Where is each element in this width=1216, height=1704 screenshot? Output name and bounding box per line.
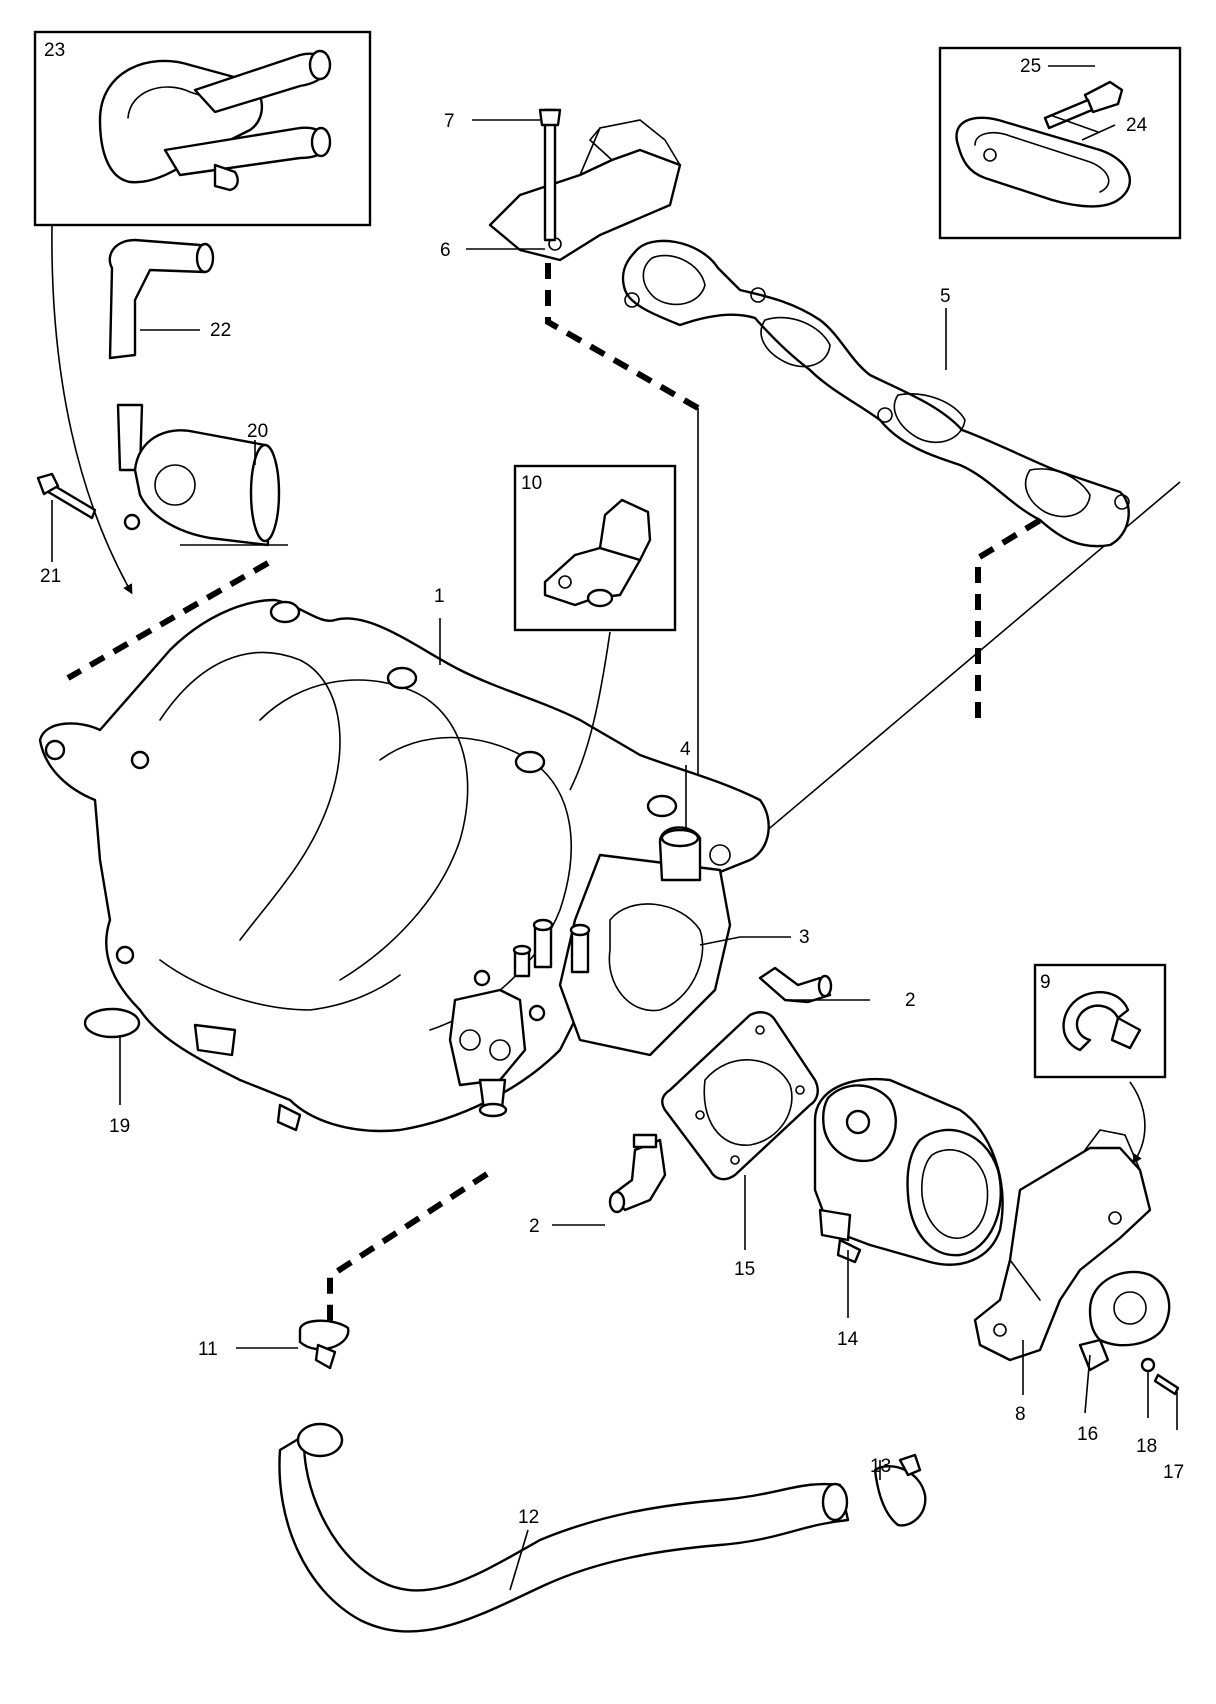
callout-13: 13 — [870, 1456, 891, 1477]
intake-gasket — [621, 239, 1130, 548]
plug — [83, 1007, 141, 1039]
throttle-body-gasket — [661, 1011, 819, 1181]
inset-box-blanking-cover — [938, 46, 1182, 240]
washer-and-screw — [1140, 1357, 1180, 1396]
assembly-arrows — [51, 224, 1146, 1165]
callout-leader-lines — [51, 119, 1178, 1591]
callout-2b: 2 — [529, 1216, 540, 1237]
callout-16: 16 — [1077, 1424, 1098, 1445]
inset-box-pressure-sensor — [513, 464, 677, 632]
callout-21: 21 — [40, 566, 61, 587]
inset-box-clip — [1033, 963, 1167, 1079]
callout-24: 24 — [1126, 115, 1148, 136]
bracket-and-bolt — [488, 108, 682, 262]
relationship-dashed-lines — [66, 263, 1062, 1330]
callout-18: 18 — [1136, 1436, 1157, 1457]
callout-12: 12 — [518, 1507, 539, 1528]
throttle-position-sensor — [1078, 1270, 1171, 1372]
callout-10: 10 — [521, 473, 542, 494]
callout-20: 20 — [247, 421, 268, 442]
callout-2a: 2 — [905, 990, 916, 1011]
callout-3: 3 — [799, 927, 810, 948]
callout-8: 8 — [1015, 1404, 1026, 1425]
callout-1: 1 — [434, 586, 445, 607]
callout-17: 17 — [1163, 1462, 1184, 1483]
intake-manifold — [38, 598, 770, 1133]
callout-15: 15 — [734, 1259, 755, 1280]
callout-14: 14 — [837, 1329, 859, 1350]
hose-clamp-13 — [873, 1453, 927, 1527]
hose-elbow-lower — [608, 1133, 667, 1214]
callout-23: 23 — [44, 40, 65, 61]
hose-elbow-upper — [758, 966, 833, 1004]
callout-4: 4 — [680, 739, 691, 760]
hose-clamp-11 — [298, 1319, 350, 1370]
callout-5: 5 — [940, 286, 951, 307]
throttle-body — [813, 1077, 1004, 1266]
inset-box-coolant-pipe — [33, 30, 372, 227]
callout-6: 6 — [440, 240, 451, 261]
callout-9: 9 — [1040, 972, 1051, 993]
throttle-bracket — [973, 1129, 1152, 1362]
coolant-hose — [278, 1422, 850, 1633]
callout-25: 25 — [1020, 56, 1041, 77]
callout-numbers: 1 2 2 3 4 5 6 7 8 9 10 11 12 13 14 15 16… — [40, 40, 1184, 1528]
callout-22: 22 — [210, 320, 231, 341]
callout-7: 7 — [444, 111, 455, 132]
coolant-pipe-assembly — [36, 238, 281, 547]
callout-19: 19 — [109, 1116, 130, 1137]
callout-11: 11 — [198, 1339, 218, 1360]
